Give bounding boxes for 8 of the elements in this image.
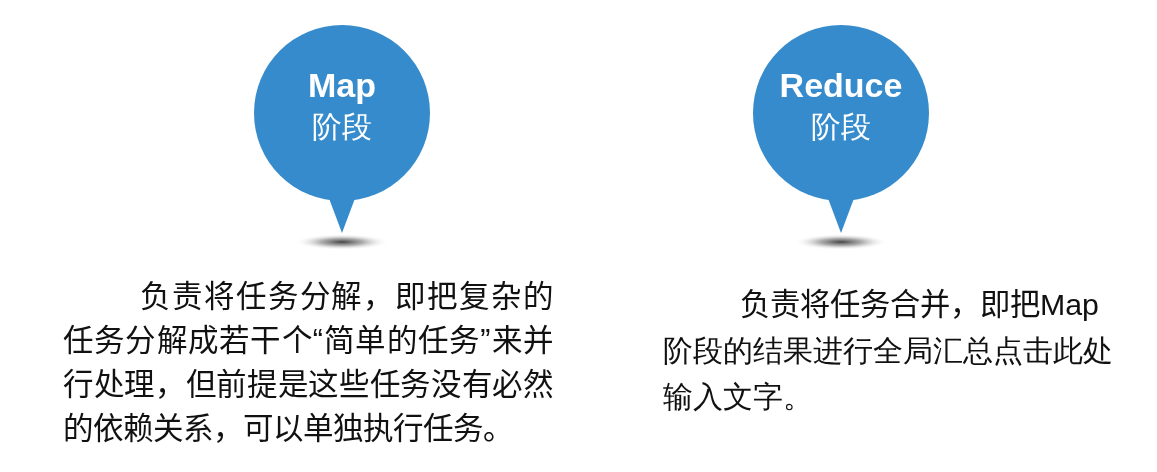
stage-title: Reduce [779, 65, 903, 105]
description-text: 负责将任务合并，即把Map阶段的结果进行全局汇总点击此处输入文字。 [663, 287, 1114, 415]
description-text: 负责将任务分解，即把复杂的任务分解成若干个“简单的任务”来并行处理，但前提是这些任务没有必然的依赖关系，可以单独执行任务。 [63, 278, 553, 447]
stage-name: 阶段 [312, 108, 372, 146]
stage-name: 阶段 [811, 108, 871, 146]
map-pin-marker [254, 25, 430, 233]
stage-title: Map [308, 65, 376, 105]
map-pin-marker [753, 25, 929, 233]
